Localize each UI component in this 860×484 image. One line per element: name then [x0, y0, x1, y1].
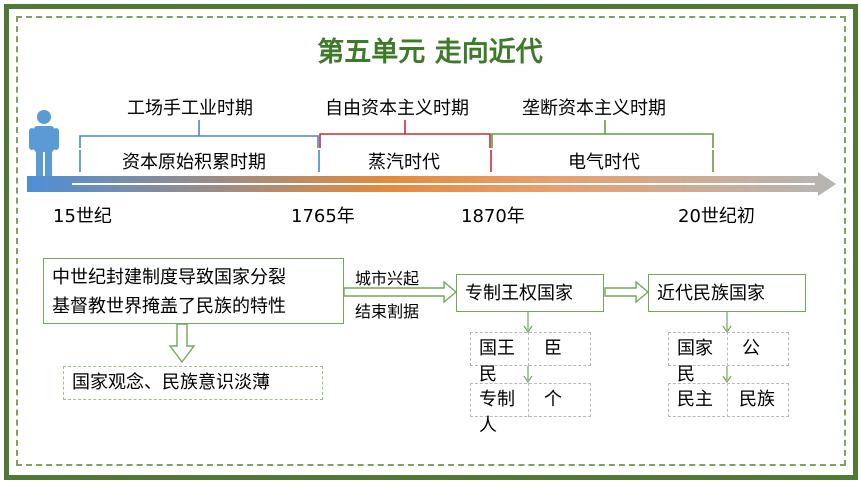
- stage2-row1-left-a: 国家: [677, 338, 713, 359]
- stage2-row2: 民主 民族: [668, 383, 789, 417]
- stage1-row2-left-b: 人: [479, 415, 497, 436]
- tick-1870: 1870年: [461, 206, 525, 227]
- period-manufactory: 工场手工业时期: [127, 98, 253, 119]
- stage2-box: 近代民族国家: [648, 274, 806, 312]
- era-primitive-accumulation: 资本原始积累时期: [122, 152, 266, 173]
- outer-frame: [4, 4, 858, 480]
- stage1-name: 专制王权国家: [465, 283, 573, 304]
- stage1-row2-left-a: 专制: [479, 389, 515, 410]
- stage2-row2-divider: [727, 383, 728, 417]
- stage1-row1-left-a: 国王: [479, 338, 515, 359]
- cause-line-1: 中世纪封建制度导致国家分裂: [52, 267, 286, 288]
- period-monopoly-capitalism: 垄断资本主义时期: [522, 98, 666, 119]
- cause-box: 中世纪封建制度导致国家分裂 基督教世界掩盖了民族的特性: [43, 258, 344, 324]
- stage2-row1-right: 公: [742, 338, 760, 359]
- stage1-row2-divider: [528, 383, 529, 417]
- stage2-row1-divider: [727, 332, 728, 366]
- stage1-row1-left-b: 民: [479, 364, 497, 385]
- stage1-box: 专制王权国家: [456, 274, 604, 312]
- stage2-name: 近代民族国家: [657, 283, 765, 304]
- stage1-row2-right: 个: [544, 389, 562, 410]
- result-box: 国家观念、民族意识淡薄: [63, 366, 323, 400]
- era-steam: 蒸汽时代: [368, 152, 440, 173]
- stage1-row2: 专制 人 个: [470, 383, 591, 436]
- era-electric: 电气时代: [568, 152, 640, 173]
- tick-early-20th-century: 20世纪初: [678, 206, 755, 227]
- stage1-row1: 国王 民 臣: [470, 332, 591, 385]
- page-title: 第五单元 走向近代: [317, 37, 543, 68]
- stage1-row1-right: 臣: [544, 338, 562, 359]
- inner-frame: [16, 16, 846, 466]
- arrow-label-line-2: 结束割据: [355, 302, 420, 321]
- stage1-row1-divider: [528, 332, 529, 366]
- tick-1765: 1765年: [291, 206, 355, 227]
- arrow-label-line-1: 城市兴起: [355, 269, 420, 288]
- person-icon: [29, 110, 59, 177]
- stage2-row1: 国家 民 公: [668, 332, 789, 385]
- result-text: 国家观念、民族意识淡薄: [72, 372, 270, 393]
- stage2-row2-left-a: 民主: [677, 389, 713, 410]
- stage2-row1-left-b: 民: [677, 364, 695, 385]
- stage2-row2-right: 民族: [739, 389, 775, 410]
- cause-line-2: 基督教世界掩盖了民族的特性: [52, 296, 286, 317]
- period-free-capitalism: 自由资本主义时期: [325, 98, 469, 119]
- tick-15th-century: 15世纪: [53, 206, 112, 227]
